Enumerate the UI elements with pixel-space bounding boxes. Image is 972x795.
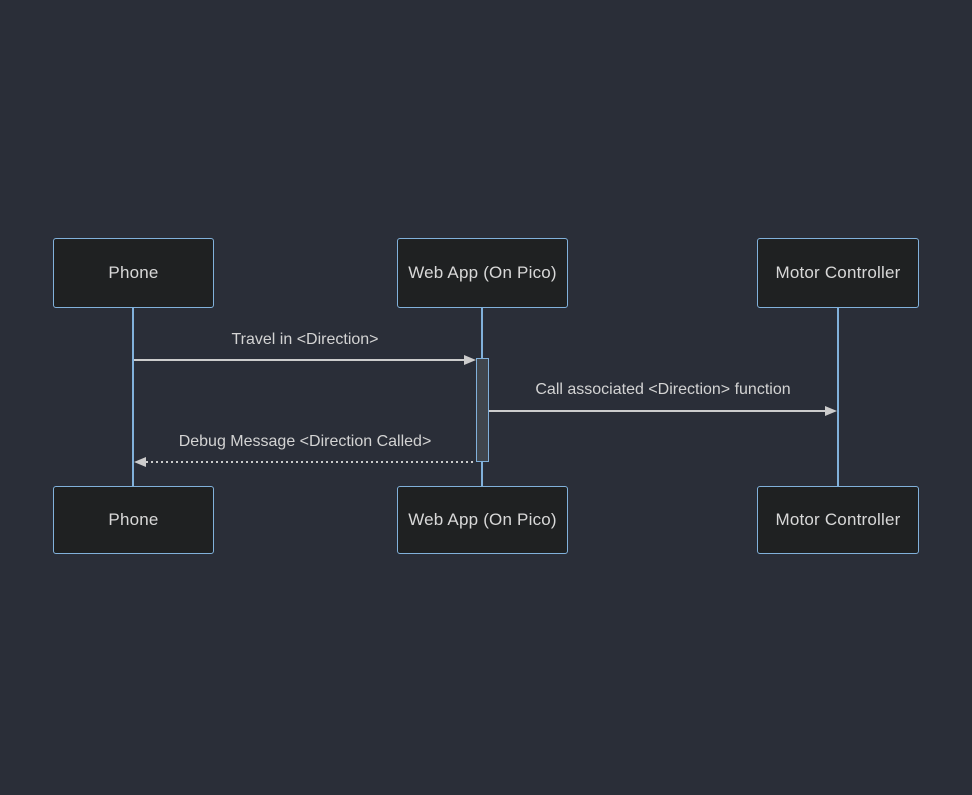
message-line-debug: [146, 461, 476, 463]
actor-label-webapp: Web App (On Pico): [408, 263, 557, 282]
actor-label-motor: Motor Controller: [775, 263, 901, 282]
actor-label-motor: Motor Controller: [775, 510, 901, 529]
actor-label-webapp: Web App (On Pico): [408, 510, 557, 529]
message-label-call-function: Call associated <Direction> function: [535, 381, 791, 398]
arrowhead-left-icon: [134, 457, 146, 467]
message-label-debug: Debug Message <Direction Called>: [178, 433, 432, 450]
activation-bar-webapp: [476, 358, 489, 462]
actor-label-phone: Phone: [108, 263, 159, 282]
actor-box-motor-bottom: Motor Controller: [757, 486, 919, 554]
arrowhead-right-icon: [825, 406, 837, 416]
lifeline-phone: [132, 308, 134, 486]
actor-box-webapp-bottom: Web App (On Pico): [397, 486, 568, 554]
message-label-travel: Travel in <Direction>: [231, 331, 379, 348]
actor-box-webapp-top: Web App (On Pico): [397, 238, 568, 308]
actor-box-phone-top: Phone: [53, 238, 214, 308]
actor-box-motor-top: Motor Controller: [757, 238, 919, 308]
lifeline-motor: [837, 308, 839, 486]
actor-box-phone-bottom: Phone: [53, 486, 214, 554]
arrowhead-right-icon: [464, 355, 476, 365]
message-line-travel: [134, 359, 468, 361]
message-line-call-function: [489, 410, 829, 412]
actor-label-phone: Phone: [108, 510, 159, 529]
